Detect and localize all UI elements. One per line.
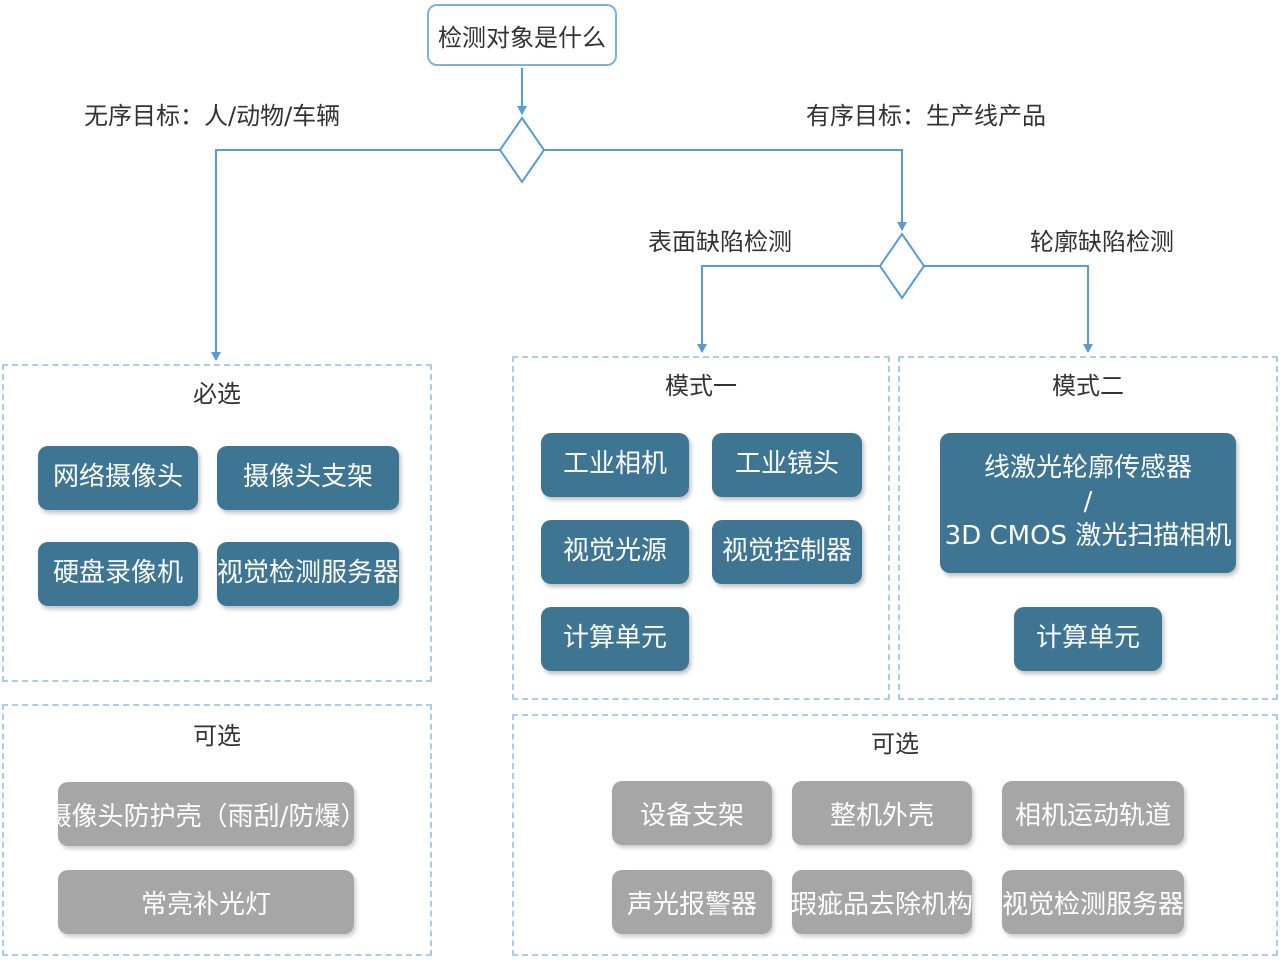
node-sound-light-alarm: 声光报警器 <box>612 870 772 934</box>
laser-sensor-line1: 线激光轮廓传感器 <box>983 453 1192 484</box>
node-hard-disk-recorder: 硬盘录像机 <box>38 542 198 606</box>
connector-to-left-group <box>211 149 500 361</box>
laser-sensor-line2: / <box>1083 487 1093 518</box>
branch-label-contour: 轮廓缺陷检测 <box>1030 228 1174 256</box>
start-node: 检测对象是什么 <box>427 4 617 66</box>
node-defect-removal-mechanism: 瑕疵品去除机构 <box>791 870 973 934</box>
node-machine-housing: 整机外壳 <box>792 781 972 845</box>
left-optional-title: 可选 <box>193 722 241 750</box>
mode2-group <box>898 356 1278 700</box>
mode1-group <box>512 356 890 700</box>
node-vision-server: 视觉检测服务器 <box>217 542 399 606</box>
decision-diamond-1 <box>498 116 546 184</box>
node-fill-light: 常亮补光灯 <box>58 870 354 934</box>
connector-to-mode2 <box>924 265 1093 353</box>
connector-to-decision2 <box>544 149 907 231</box>
node-compute-unit-mode2: 计算单元 <box>1014 607 1162 671</box>
decision-diamond-2 <box>878 232 926 300</box>
right-optional-group <box>512 714 1278 956</box>
node-vision-controller: 视觉控制器 <box>712 520 862 584</box>
branch-label-ordered: 有序目标：生产线产品 <box>806 102 1046 130</box>
node-network-camera: 网络摄像头 <box>38 446 198 510</box>
branch-label-surface: 表面缺陷检测 <box>648 228 792 256</box>
right-optional-title: 可选 <box>871 730 919 758</box>
mode1-title: 模式一 <box>665 372 737 400</box>
node-industrial-camera: 工业相机 <box>541 433 689 497</box>
node-compute-unit-mode1: 计算单元 <box>541 607 689 671</box>
branch-label-unordered: 无序目标：人/动物/车辆 <box>84 102 341 130</box>
left-optional-group <box>2 704 432 956</box>
laser-sensor-line3: 3D CMOS 激光扫描相机 <box>944 520 1232 551</box>
left-required-group <box>2 364 432 682</box>
node-vision-light-source: 视觉光源 <box>541 520 689 584</box>
mode2-title: 模式二 <box>1052 372 1124 400</box>
node-camera-motion-track: 相机运动轨道 <box>1002 781 1184 845</box>
connector-to-mode1 <box>697 265 880 353</box>
node-laser-profile-sensor: 线激光轮廓传感器 / 3D CMOS 激光扫描相机 <box>940 433 1236 573</box>
node-camera-protective-housing: 摄像头防护壳（雨刮/防爆） <box>46 782 366 846</box>
node-camera-bracket: 摄像头支架 <box>217 446 399 510</box>
node-equipment-bracket: 设备支架 <box>612 781 772 845</box>
node-industrial-lens: 工业镜头 <box>712 433 862 497</box>
left-required-title: 必选 <box>193 380 241 408</box>
node-vision-server-optional: 视觉检测服务器 <box>1002 870 1184 934</box>
start-node-label: 检测对象是什么 <box>438 23 606 52</box>
